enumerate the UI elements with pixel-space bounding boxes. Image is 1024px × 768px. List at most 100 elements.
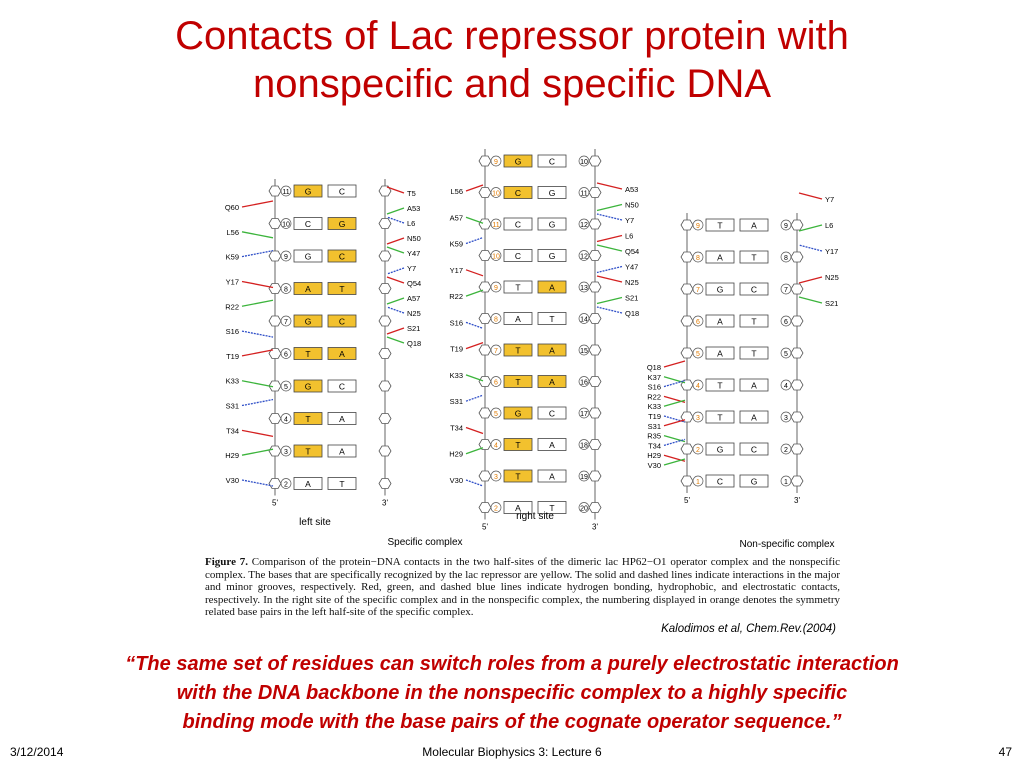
left-ladder-base-a [293, 184, 323, 198]
middle-ladder-pair-number: 10 [492, 191, 500, 198]
left-ladder-left-residue: Q60 [225, 203, 239, 212]
left-ladder-base-b [327, 249, 357, 263]
middle-ladder-pair-number-bubble [490, 155, 502, 167]
right-ladder-pair-number-right: 4 [784, 383, 788, 390]
quote: “The same set of residues can switch rol… [0, 650, 1024, 737]
middle-ladder-pair-number-right: 16 [580, 380, 588, 387]
left-ladder-right-residue: S21 [407, 324, 420, 333]
middle-ladder-base-a-label: T [515, 283, 520, 293]
left-ladder-right-residue: A57 [407, 294, 420, 303]
right-ladder-left-contact-line [663, 360, 686, 368]
right-ladder-right-residue: L6 [825, 221, 833, 230]
left-ladder-base-b-label: C [339, 317, 345, 327]
middle-ladder-five-prime: 5' [482, 523, 488, 532]
left-ladder-right-residue: Y47 [407, 249, 420, 258]
middle-ladder-base-a-label: G [515, 409, 522, 419]
middle-ladder-left-contact-line [465, 236, 484, 245]
left-site-label: left site [299, 517, 331, 528]
right-ladder-pair-number-right: 5 [784, 351, 788, 358]
right-ladder-base-a-label: T [717, 221, 722, 231]
middle-ladder-base-b [537, 343, 567, 357]
middle-ladder-right-contact-line [596, 275, 623, 283]
middle-ladder-sugar-right [588, 313, 602, 324]
right-ladder-left-residue: T19 [648, 412, 661, 421]
middle-ladder-left-contact-line [465, 394, 484, 402]
middle-ladder-base-b [537, 312, 567, 325]
left-ladder-pair-number: 9 [284, 254, 288, 261]
left-ladder-base-b-label: G [339, 219, 346, 229]
middle-ladder-pair-number-right: 15 [580, 348, 588, 355]
middle-ladder-right-contact-line [596, 265, 623, 274]
middle-ladder-pair-number-bubble [490, 470, 502, 482]
right-ladder-pair-number-right-bubble [780, 379, 792, 391]
left-ladder-base-a [293, 314, 323, 328]
left-ladder-pair-number: 8 [284, 287, 288, 294]
middle-ladder-sugar-right [588, 281, 602, 293]
middle-ladder-pair-number-right: 13 [580, 285, 588, 292]
middle-ladder-pair-number-right-bubble [578, 376, 590, 387]
left-ladder-pair-number-bubble [280, 218, 292, 229]
middle-ladder-pair-number-bubble [490, 187, 502, 198]
right-ladder-right-residue: Y7 [825, 195, 834, 204]
middle-ladder-pair-number-bubble [490, 344, 502, 356]
right-ladder-sugar-left [680, 283, 694, 295]
right-ladder-sugar-right [790, 443, 804, 455]
middle-ladder-left-contact-line [465, 184, 484, 192]
middle-ladder-pair-number-bubble [490, 376, 502, 387]
title-line-1: Contacts of Lac repressor protein with [175, 14, 849, 58]
right-ladder-sugar-right [790, 283, 804, 295]
left-ladder-base-a [293, 282, 323, 295]
middle-ladder-base-a [503, 312, 533, 325]
left-ladder-sugar-left [268, 413, 282, 424]
middle-ladder-pair-number-bubble [490, 281, 502, 293]
specific-complex-label: Specific complex [387, 537, 462, 548]
middle-ladder-pair-number-right-bubble [578, 187, 590, 198]
right-ladder-base-b-label: C [751, 445, 757, 455]
right-ladder-left-residue: K33 [648, 402, 661, 411]
left-ladder-right-contact-line [386, 306, 405, 314]
middle-ladder-base-a-label: T [515, 472, 520, 482]
right-ladder-base-a-label: T [717, 381, 722, 391]
middle-ladder-pair-number-right-bubble [578, 502, 590, 513]
middle-ladder-sugar-left [478, 470, 492, 482]
left-ladder-sugar-left [268, 250, 282, 262]
right-ladder-pair-number-right-bubble [780, 219, 792, 231]
right-ladder-sugar-right [790, 315, 804, 327]
left-ladder-right-contact-line [386, 186, 405, 194]
middle-ladder-sugar-right [588, 187, 602, 198]
middle-ladder-pair-number-right: 20 [580, 506, 588, 513]
left-ladder-base-b [327, 444, 357, 458]
left-ladder-pair-number: 4 [284, 417, 288, 424]
middle-ladder-left-contact-line [465, 426, 484, 435]
left-ladder-left-residue: K33 [226, 377, 239, 386]
middle-ladder-right-contact-line [596, 244, 623, 252]
left-ladder-left-contact-line [241, 231, 274, 239]
left-ladder-pair-number-bubble [280, 413, 292, 424]
middle-ladder-base-a-label: T [515, 346, 520, 356]
left-ladder-left-residue: Y17 [226, 277, 239, 286]
middle-ladder-pair-number-bubble [490, 439, 502, 450]
left-ladder-pair-number-bubble [280, 445, 292, 457]
middle-ladder-base-a-label: T [515, 440, 520, 450]
middle-ladder-base-a-label: A [515, 314, 521, 324]
right-ladder-left-contact-line [663, 458, 686, 466]
right-ladder-pair-number-right-bubble [780, 475, 792, 487]
right-ladder-base-b-label: T [751, 253, 756, 263]
middle-ladder-sugar-left [478, 407, 492, 419]
left-ladder-sugar-left [268, 478, 282, 489]
right-ladder-pair-number-bubble [692, 347, 704, 359]
left-ladder-right-residue: L6 [407, 219, 415, 228]
middle-ladder-left-contact-line [465, 216, 484, 224]
right-ladder-sugar-left [680, 315, 694, 327]
middle-ladder-right-residue: S21 [625, 294, 638, 303]
left-ladder-base-a-label: A [305, 479, 311, 489]
middle-ladder-right-residue: L6 [625, 232, 633, 241]
middle-ladder-right-residue: Y47 [625, 263, 638, 272]
right-ladder-base-a-label: T [717, 413, 722, 423]
left-ladder-pair-number-bubble [280, 250, 292, 262]
left-ladder-sugar-right [378, 185, 392, 197]
left-ladder-pair-number: 3 [284, 449, 288, 456]
middle-ladder-pair-number: 8 [494, 317, 498, 324]
left-ladder-base-a-label: T [305, 447, 310, 457]
